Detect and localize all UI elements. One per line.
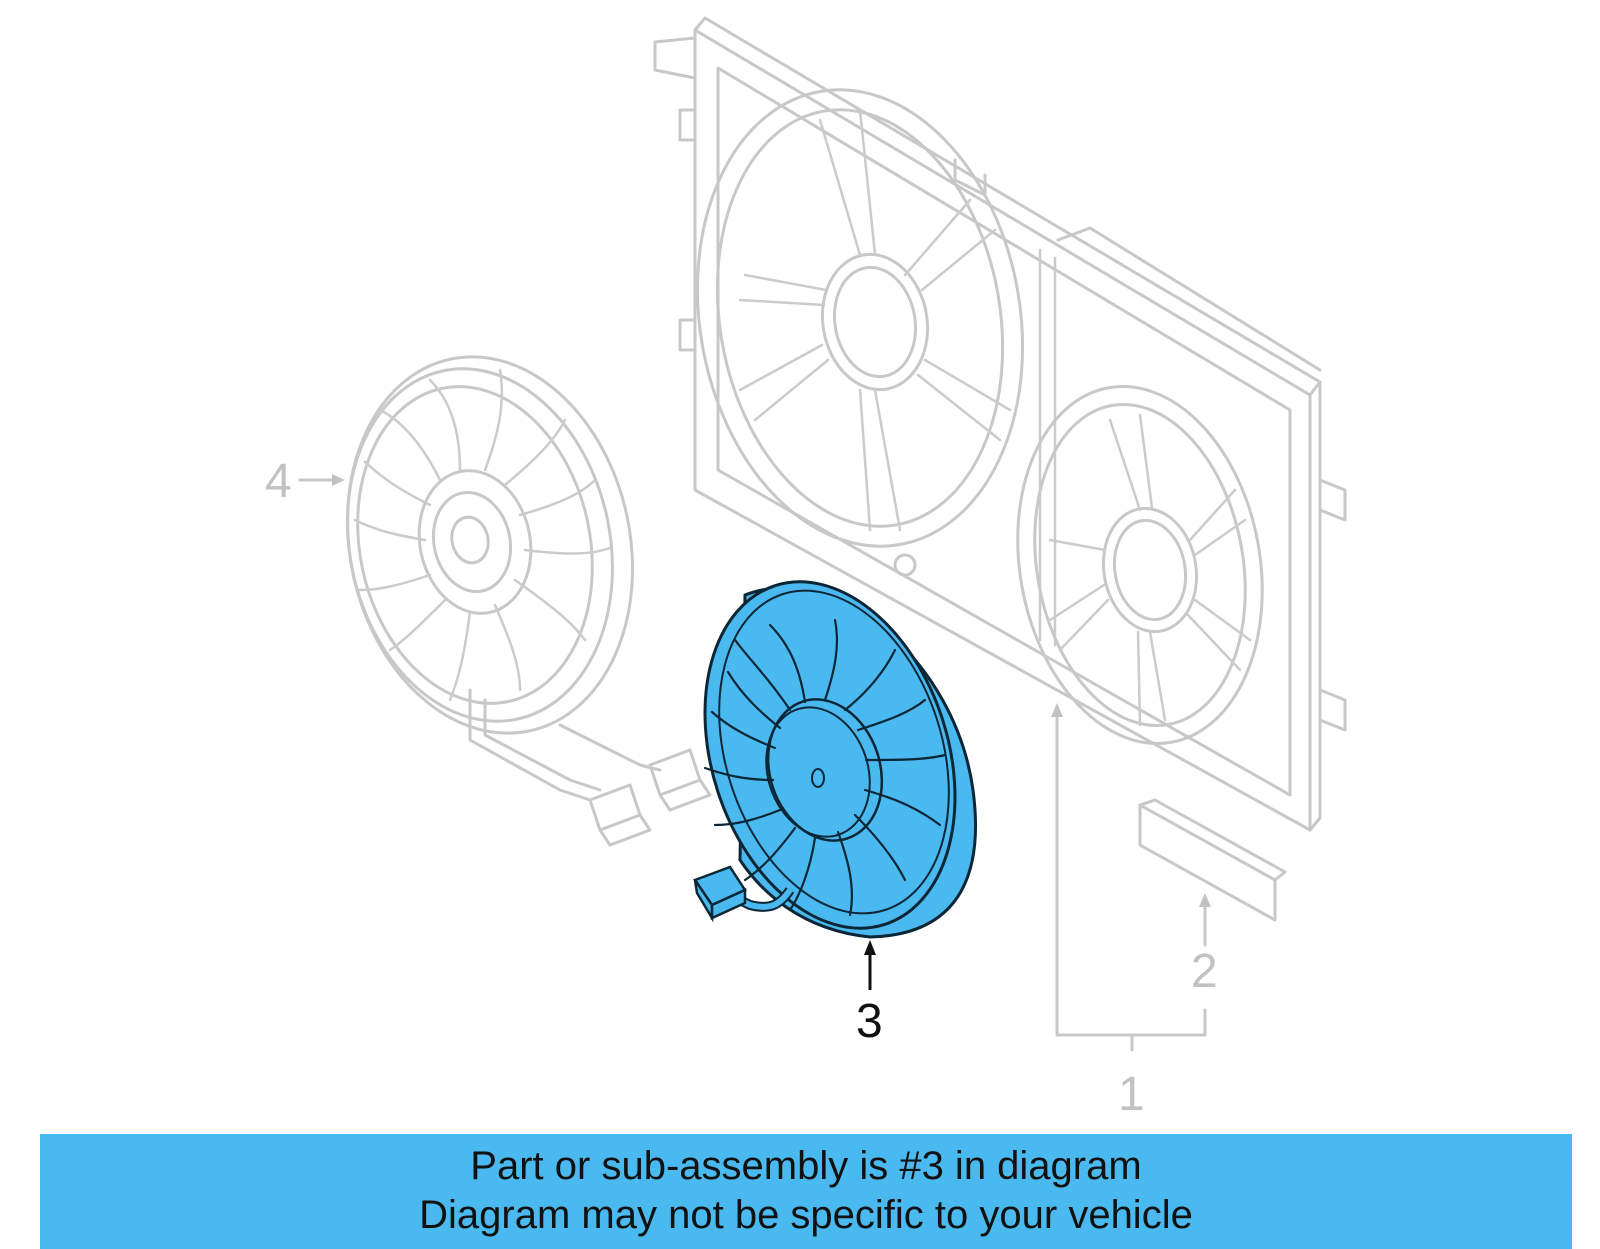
disclaimer-banner: Part or sub-assembly is #3 in diagram Di… xyxy=(40,1134,1572,1249)
callout-3: 3 xyxy=(856,995,883,1048)
parts-diagram: 4 3 2 1 xyxy=(265,16,1347,1121)
callout-2: 2 xyxy=(1191,945,1218,998)
banner-line-2: Diagram may not be specific to your vehi… xyxy=(419,1193,1193,1237)
callout-4: 4 xyxy=(265,455,292,508)
fan-assembly-part-3[interactable] xyxy=(663,549,997,961)
callout-3-leader xyxy=(864,940,876,990)
fan-shroud-part-1 xyxy=(653,16,1347,832)
seal-strip-part-2 xyxy=(1138,798,1287,922)
callout-1-2-leader xyxy=(1051,703,1211,1052)
banner-line-1: Part or sub-assembly is #3 in diagram xyxy=(470,1144,1142,1188)
fan-motor-part-4 xyxy=(345,355,712,847)
callout-1: 1 xyxy=(1118,1068,1145,1121)
callout-4-leader xyxy=(298,474,345,486)
